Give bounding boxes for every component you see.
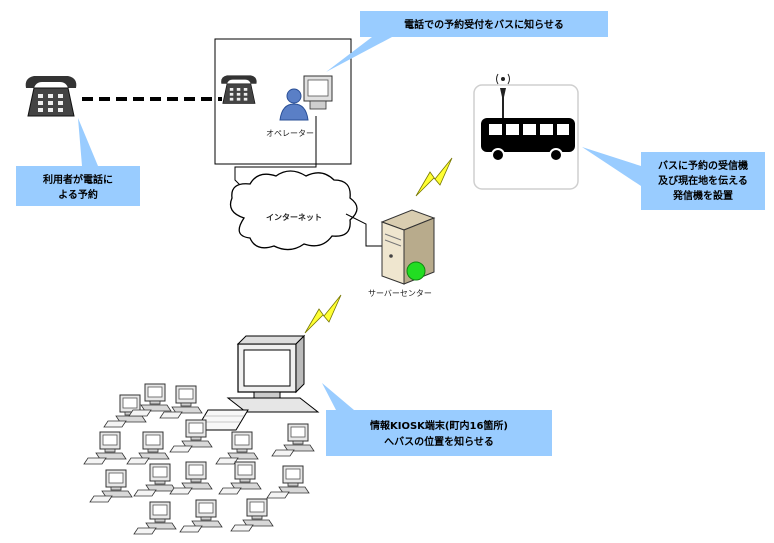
operator-callout-text: 電話での予約受付をバスに知らせる (404, 18, 564, 31)
bus-callout-line1: バスに予約の受信機 (658, 159, 748, 172)
operator-link (234, 116, 317, 191)
kiosk-callout-line2: へバスの位置を知らせる (384, 435, 494, 448)
operator-label: オペレーター (266, 129, 314, 138)
bus-callout-line2: 及び現在地を伝える (658, 174, 748, 187)
operator-box (214, 38, 352, 165)
bus-callout-line3: 発信機を設置 (672, 189, 733, 202)
kiosk-terminal-icon (169, 419, 213, 453)
kiosk-terminal-icon (230, 498, 274, 532)
bus-icon (481, 118, 575, 162)
kiosk-terminal-icon (215, 431, 259, 465)
user-callout: 利用者が電話に よる予約 (16, 118, 140, 206)
kiosk-terminal-icon (179, 499, 223, 533)
person-icon (279, 88, 309, 121)
server-label: サーバーセンター (368, 289, 432, 298)
kiosk-terminal-icon (133, 463, 177, 497)
kiosk-terminal-icon (89, 469, 133, 503)
kiosk-terminal-icon (169, 461, 213, 495)
user-callout-line2: よる予約 (58, 188, 98, 201)
kiosk-terminal-icon (83, 431, 127, 465)
server-status-led (406, 261, 426, 281)
kiosk-terminal-icon (218, 461, 262, 495)
internet-server-link (345, 213, 386, 247)
operator-callout: 電話での予約受付をバスに知らせる (326, 11, 608, 72)
server-bus-lightning-icon (415, 157, 453, 197)
kiosk-terminal-icon (159, 385, 203, 419)
kiosk-terminal-icon (266, 465, 310, 499)
antenna-icon (496, 73, 510, 121)
server-kiosk-lightning-icon (304, 294, 342, 334)
kiosk-terminal-icon (271, 423, 315, 457)
user-telephone-icon (25, 75, 77, 117)
internet-cloud-icon (229, 170, 358, 251)
kiosk-terminal-icon (133, 501, 177, 535)
bus-callout: バスに予約の受信機 及び現在地を伝える 発信機を設置 (582, 147, 765, 210)
server-icon (380, 209, 436, 285)
internet-label: インターネット (266, 212, 322, 222)
operator-computer-icon (303, 75, 333, 110)
user-callout-line1: 利用者が電話に (43, 173, 113, 186)
kiosk-terminal-icon (126, 431, 170, 465)
operator-telephone-icon (220, 75, 257, 104)
kiosk-main-computer-icon (195, 334, 320, 431)
kiosk-callout: 情報KIOSK端末(町内16箇所) へバスの位置を知らせる (322, 383, 552, 456)
kiosk-callout-line1: 情報KIOSK端末(町内16箇所) (370, 419, 508, 432)
